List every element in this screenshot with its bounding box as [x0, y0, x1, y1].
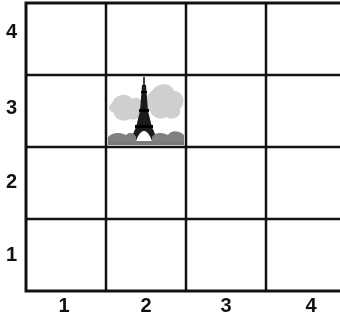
- eiffel-tower-icon: [108, 77, 184, 145]
- x-axis-label-1: 1: [58, 296, 69, 316]
- x-axis-label-3: 3: [220, 296, 231, 316]
- y-axis-label-4: 4: [6, 22, 17, 42]
- x-axis-label-4: 4: [305, 296, 316, 316]
- y-axis-label-1: 1: [6, 245, 17, 265]
- x-axis-label-2: 2: [140, 296, 151, 316]
- y-axis-label-3: 3: [6, 98, 17, 118]
- y-axis-label-2: 2: [6, 172, 17, 192]
